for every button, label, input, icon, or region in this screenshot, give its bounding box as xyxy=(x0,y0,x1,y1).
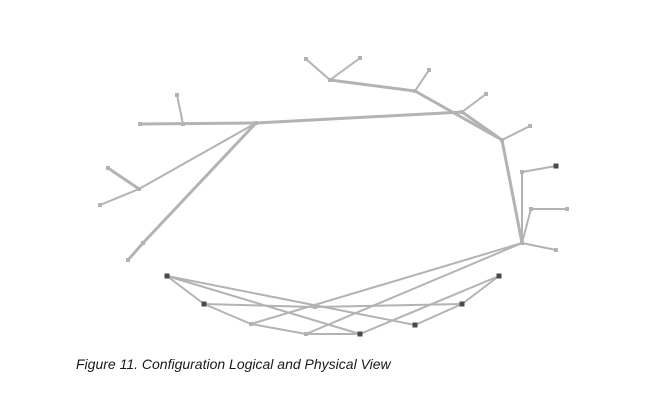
logical-node-12 xyxy=(553,163,559,169)
logical-node-17 xyxy=(138,122,142,126)
logical-node-1 xyxy=(254,121,258,125)
physical-node-7 xyxy=(459,301,465,307)
logical-node-5 xyxy=(304,57,308,61)
logical-link-4 xyxy=(99,188,140,206)
logical-node-13 xyxy=(520,170,524,174)
logical-view xyxy=(98,56,569,336)
logical-link-14 xyxy=(461,93,487,113)
logical-node-21 xyxy=(106,166,110,170)
logical-link-11 xyxy=(328,78,417,93)
physical-link-2 xyxy=(203,303,252,325)
logical-link-13 xyxy=(413,89,504,142)
logical-node-23 xyxy=(141,241,145,245)
logical-link-20 xyxy=(521,208,532,244)
logical-link-16 xyxy=(501,125,531,141)
physical-node-5 xyxy=(357,331,363,337)
logical-link-24 xyxy=(305,242,523,335)
logical-link-17 xyxy=(500,138,524,245)
physical-link-10 xyxy=(314,303,463,308)
logical-node-8 xyxy=(413,89,417,93)
logical-node-10 xyxy=(484,92,488,96)
logical-node-19 xyxy=(175,93,179,97)
logical-node-22 xyxy=(98,203,102,207)
logical-node-14 xyxy=(565,207,569,211)
physical-link-7 xyxy=(166,275,416,326)
physical-link-5 xyxy=(461,275,500,305)
physical-node-9 xyxy=(313,305,317,309)
figure-caption: Figure 11. Configuration Logical and Phy… xyxy=(76,356,391,372)
physical-link-9 xyxy=(203,303,316,308)
logical-node-2 xyxy=(460,110,464,114)
logical-node-7 xyxy=(358,56,362,60)
logical-link-1 xyxy=(138,121,258,126)
physical-node-4 xyxy=(304,332,308,336)
physical-node-8 xyxy=(496,273,502,279)
logical-link-15 xyxy=(460,110,504,142)
logical-node-18 xyxy=(181,122,185,126)
logical-link-6 xyxy=(138,122,257,190)
logical-node-20 xyxy=(137,187,141,191)
logical-node-11 xyxy=(528,124,532,128)
physical-node-3 xyxy=(249,322,253,326)
logical-node-4 xyxy=(520,241,524,245)
logical-node-6 xyxy=(328,78,332,82)
logical-node-3 xyxy=(500,138,504,142)
logical-link-12 xyxy=(414,69,430,92)
logical-link-9 xyxy=(305,58,331,81)
physical-link-1 xyxy=(166,275,205,305)
logical-link-3 xyxy=(254,110,464,125)
physical-node-6 xyxy=(412,322,418,328)
logical-link-5 xyxy=(106,166,141,191)
logical-link-2 xyxy=(176,94,184,125)
logical-link-25 xyxy=(250,323,307,335)
physical-node-1 xyxy=(164,273,170,279)
logical-link-7 xyxy=(141,121,258,245)
logical-link-19 xyxy=(521,165,557,173)
physical-node-2 xyxy=(201,301,207,307)
logical-node-9 xyxy=(427,68,431,72)
logical-link-23 xyxy=(250,242,523,325)
logical-node-15 xyxy=(529,207,533,211)
logical-node-16 xyxy=(554,248,558,252)
logical-link-10 xyxy=(329,57,361,81)
physical-view xyxy=(164,273,502,337)
physical-link-6 xyxy=(414,303,463,326)
logical-node-24 xyxy=(126,258,130,262)
logical-link-22 xyxy=(521,242,557,251)
logical-link-8 xyxy=(126,241,145,262)
